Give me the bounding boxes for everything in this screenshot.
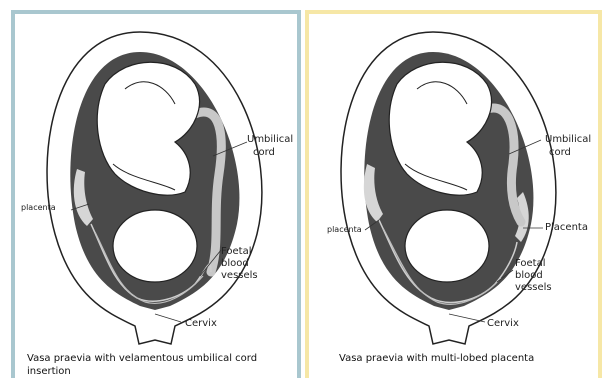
foetal-label: Foetal xyxy=(515,258,546,270)
cord-label: cord xyxy=(549,147,571,159)
foetus-head xyxy=(113,210,197,282)
left-panel: Umbilical cord placenta Foetal blood ves… xyxy=(11,10,301,378)
cord-label: cord xyxy=(253,147,275,159)
vessels-label: vessels xyxy=(221,270,258,282)
placenta-small-label: placenta xyxy=(327,224,362,236)
placenta-label: placenta xyxy=(21,202,56,214)
blood-label: blood xyxy=(515,270,543,282)
vessels-label: vessels xyxy=(515,282,552,294)
foetal-label: Foetal xyxy=(221,246,252,258)
right-panel: Umbilical cord placenta Placenta Foetal … xyxy=(305,10,602,378)
right-caption: Vasa praevia with multi-lobed placenta xyxy=(339,352,589,365)
umbilical-label: Umbilical xyxy=(545,134,591,146)
placenta-label: Placenta xyxy=(545,222,588,234)
cervix-label: Cervix xyxy=(487,318,519,330)
umbilical-label: Umbilical xyxy=(247,134,293,146)
left-caption: Vasa praevia with velamentous umbilical … xyxy=(27,352,289,378)
foetus-head xyxy=(405,210,489,282)
uterus-diagram-multilobed xyxy=(309,14,598,378)
uterus-diagram-velamentous xyxy=(15,14,297,378)
cervix-label: Cervix xyxy=(185,318,217,330)
blood-label: blood xyxy=(221,258,249,270)
